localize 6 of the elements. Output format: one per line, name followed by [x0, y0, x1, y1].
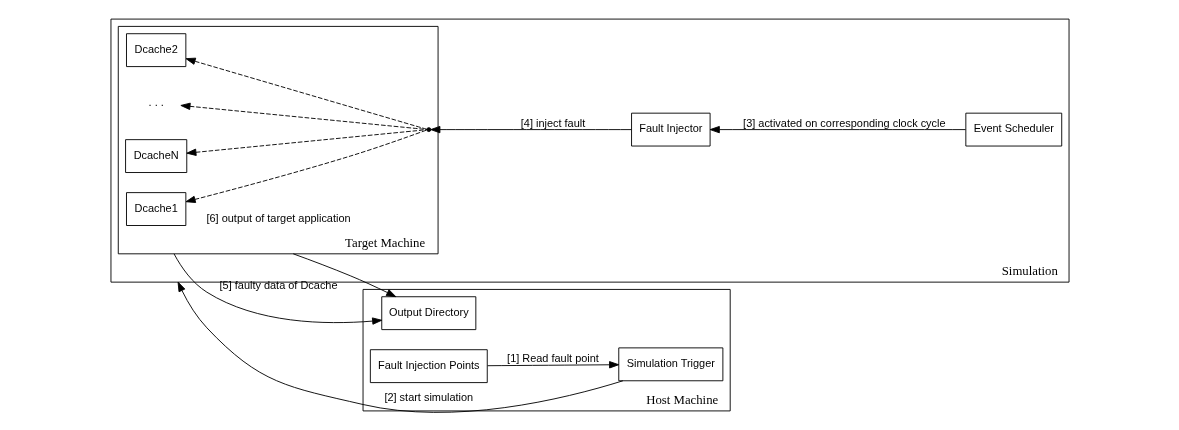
edge-label: [6] output of target application	[205, 212, 351, 225]
edge-label: [1] Read fault point	[506, 352, 599, 365]
edge-label: [3] activated on corresponding clock cycle	[742, 116, 946, 129]
node-text: . . .	[148, 95, 164, 108]
edge-label: [4] inject fault	[520, 116, 585, 129]
edge-label: [2] start simulation	[383, 391, 473, 404]
